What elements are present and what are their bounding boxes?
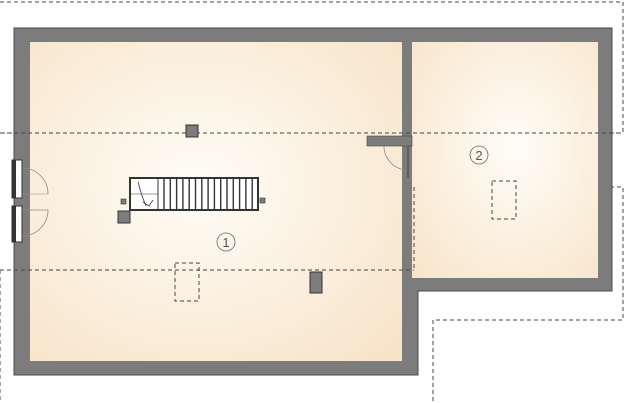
- svg-text:1: 1: [222, 235, 229, 250]
- column-top-center: [185, 124, 199, 138]
- staircase: [129, 177, 259, 211]
- exterior-door-bottom[interactable]: [11, 205, 49, 243]
- partition-wall-stub: [366, 135, 413, 147]
- skylight-room-2: [491, 180, 517, 220]
- chimney-room-1: [309, 271, 323, 294]
- room-2-lower-wall-fill: [402, 278, 412, 291]
- column-stair-left: [117, 210, 131, 224]
- svg-text:2: 2: [475, 148, 482, 163]
- column-stair-right: [259, 197, 266, 204]
- room-2-label: 2: [469, 145, 489, 165]
- room-2-floor: [412, 42, 598, 278]
- partition-wall: [402, 42, 412, 138]
- column-stair-post: [120, 198, 127, 205]
- partition-wall-lower: [402, 178, 412, 278]
- exterior-door-top[interactable]: [11, 159, 49, 199]
- room-1-label: 1: [216, 232, 236, 252]
- skylight-room-1: [174, 262, 200, 302]
- interior-door[interactable]: [383, 145, 409, 178]
- roof-projection-interior: [0, 132, 623, 271]
